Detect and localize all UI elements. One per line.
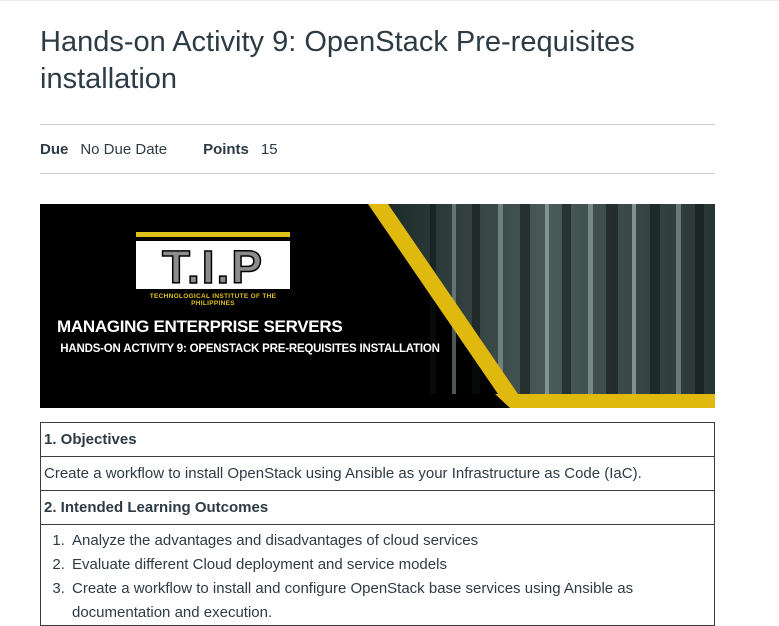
top-divider [0,0,779,1]
course-title: MANAGING ENTERPRISE SERVERS [57,317,343,336]
ilo-header: 2. Intended Learning Outcomes [40,490,715,525]
institute-name: TECHNOLOGICAL INSTITUTE OF THE PHILIPPIN… [149,293,277,307]
due-label: Due [40,140,69,158]
activity-title: HANDS-ON ACTIVITY 9: OPENSTACK PRE-REQUI… [60,343,440,355]
ilo-list: Analyze the advantages and disadvantages… [44,529,711,625]
assignment-details: Due No Due Date Points 15 [40,124,715,174]
yellow-bottom-stripe [495,394,715,408]
banner-graphic: T.I.P [40,204,715,408]
due-value: No Due Date [80,140,168,158]
ilo-cell: Analyze the advantages and disadvantages… [40,524,715,626]
yellow-diagonal-stripe [368,204,518,394]
list-item: Evaluate different Cloud deployment and … [69,553,711,577]
activity-banner-image: T.I.P TECHNOLOGICAL INSTITUTE OF THE PHI… [40,204,715,408]
objectives-text: Create a workflow to install OpenStack u… [40,456,715,491]
logo-text: T.I.P [162,241,264,293]
points-value: 15 [260,140,278,158]
logo-box [136,241,290,289]
list-item: Analyze the advantages and disadvantages… [69,529,711,553]
page-title: Hands-on Activity 9: OpenStack Pre-requi… [40,26,635,95]
logo-top-bar [136,232,290,237]
list-item: Create a workflow to install and configu… [69,577,711,625]
objectives-header: 1. Objectives [40,422,715,457]
points-label: Points [203,140,249,158]
activity-content-table: 1. Objectives Create a workflow to insta… [40,422,715,626]
